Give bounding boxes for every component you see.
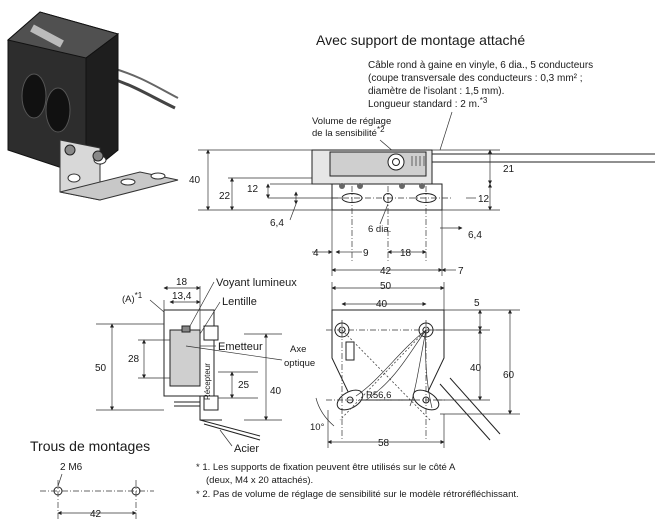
dim-18: 18 — [400, 248, 412, 259]
side-dim-50: 50 — [95, 363, 107, 374]
dim-r56-6: R56,6 — [366, 390, 391, 401]
side-view: 18 13,4 (A)*1 50 28 Voyant lumineux Lent… — [95, 277, 315, 455]
dim-7: 7 — [458, 266, 464, 277]
dim-6-dia: 6 dia. — [368, 224, 391, 235]
footnote-2: * 2. Pas de volume de réglage de sensibi… — [196, 489, 519, 500]
dim-6-4-right: 6,4 — [468, 230, 482, 241]
mounting-title: Trous de montages — [30, 438, 150, 454]
dim-6-4-left: 6,4 — [270, 218, 284, 229]
footnote-1a: * 1. Les supports de fixation peuvent êt… — [196, 462, 456, 473]
side-dim-18: 18 — [176, 277, 188, 288]
bracket-dim-5: 5 — [474, 298, 480, 309]
bracket-dim-60: 60 — [503, 370, 515, 381]
cable-note-line4: Longueur standard : 2 m.*3 — [368, 96, 488, 110]
label-axe1: Axe — [290, 344, 306, 355]
volume-label-line1: Volume de réglage — [312, 116, 391, 127]
cable-note-line2: (coupe transversale des conducteurs : 0,… — [368, 73, 583, 84]
section-title-support: Avec support de montage attaché — [316, 32, 525, 48]
side-dim-40: 40 — [270, 386, 282, 397]
mounting-holes-detail: Trous de montages 2 M6 42 — [30, 438, 154, 520]
bracket-dim-40-v: 40 — [470, 363, 482, 374]
note-a: (A)*1 — [122, 291, 143, 305]
label-acier: Acier — [234, 443, 259, 455]
dim-21: 21 — [503, 164, 515, 175]
bracket-dim-40-top: 40 — [376, 299, 388, 310]
sensor-product-illustration — [6, 11, 179, 201]
side-dim-28: 28 — [128, 354, 140, 365]
label-voyant: Voyant lumineux — [216, 277, 297, 289]
dim-40: 40 — [189, 175, 201, 186]
bracket-dim-50: 50 — [380, 281, 392, 292]
cable-note-line1: Câble rond à gaine en vinyle, 6 dia., 5 … — [368, 60, 593, 71]
top-front-view: 40 22 12 6,4 21 12 6 dia. 4 9 18 6,4 — [189, 149, 655, 277]
dim-22: 22 — [219, 191, 231, 202]
bracket-dim-58: 58 — [378, 438, 390, 449]
side-dim-13-4: 13,4 — [172, 291, 192, 302]
label-recepteur: Récepteur — [203, 363, 212, 400]
dim-4: 4 — [313, 248, 319, 259]
volume-label-line2: de la sensibilité*2 — [312, 125, 385, 139]
footnote-1b: (deux, M4 x 20 attachés). — [206, 475, 313, 486]
cable-note-line3: diamètre de l'isolant : 1,5 mm). — [368, 86, 504, 97]
mounting-holes-label: 2 M6 — [60, 462, 83, 473]
label-lentille: Lentille — [222, 296, 257, 308]
dim-12-right: 12 — [478, 194, 490, 205]
bracket-angle-10: 10° — [310, 422, 325, 433]
volume-label: Volume de réglage de la sensibilité*2 — [312, 116, 395, 153]
cable-note: Câble rond à gaine en vinyle, 6 dia., 5 … — [368, 60, 593, 151]
bracket-front-view: R56,6 50 40 5 40 60 10° 58 — [310, 281, 520, 449]
side-dim-25: 25 — [238, 380, 250, 391]
label-axe2: optique — [284, 358, 315, 369]
dim-42: 42 — [380, 266, 392, 277]
label-emetteur: Emetteur — [218, 341, 263, 353]
mounting-dim-42: 42 — [90, 509, 102, 520]
dim-9: 9 — [363, 248, 369, 259]
footnotes: * 1. Les supports de fixation peuvent êt… — [196, 462, 519, 500]
dim-12-left: 12 — [247, 184, 259, 195]
